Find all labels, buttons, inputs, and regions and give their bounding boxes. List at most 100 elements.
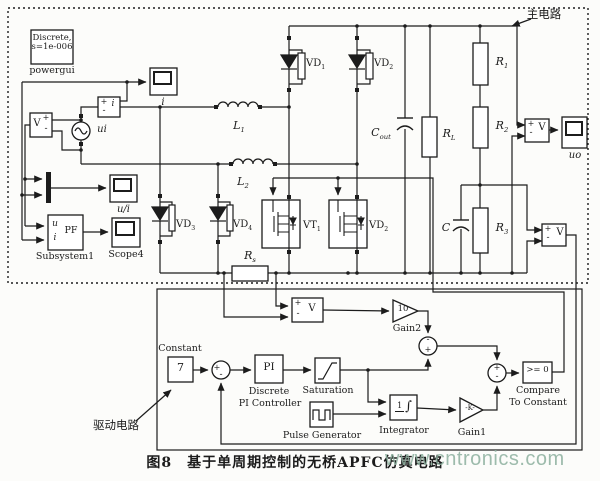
vrs-meter-plus: + bbox=[294, 298, 302, 307]
powergui-label: powergui bbox=[29, 65, 75, 76]
scope-ui[interactable] bbox=[109, 174, 138, 203]
mosfet-vt1-label: VT1 bbox=[303, 220, 321, 233]
pulse-icon bbox=[312, 409, 331, 421]
vin-meter-v: V bbox=[33, 118, 41, 129]
mux-block[interactable] bbox=[46, 172, 51, 203]
vin-meter-minus: - bbox=[44, 124, 48, 134]
gain2-value: 10 bbox=[397, 304, 409, 314]
scope4-label: Scope4 bbox=[108, 249, 144, 260]
sum-a-block[interactable] bbox=[211, 360, 231, 380]
sum-b-block[interactable] bbox=[418, 336, 438, 356]
source-label: ui bbox=[97, 124, 107, 135]
iin-meter-i: i bbox=[111, 99, 115, 109]
subsystem-out-pf: PF bbox=[64, 225, 78, 236]
resistor-rl-label: RL bbox=[442, 127, 456, 143]
iin-meter-plus: + bbox=[100, 97, 108, 106]
wires bbox=[21, 25, 577, 445]
sense-resistor-rs[interactable] bbox=[231, 265, 269, 282]
diode-vd4[interactable] bbox=[208, 201, 234, 237]
vuo-meter-minus: - bbox=[529, 128, 533, 138]
powergui-text: Discrete,s=1e-006 bbox=[31, 33, 73, 53]
subsystem1-label: Subsystem1 bbox=[35, 251, 95, 262]
sum-c-block[interactable] bbox=[487, 363, 507, 383]
drive-circuit-border bbox=[156, 288, 583, 451]
resistor-r2[interactable] bbox=[472, 106, 489, 149]
main-circuit-dashed-border bbox=[7, 7, 589, 284]
sum-b-minus: - bbox=[426, 335, 430, 345]
port-squares bbox=[79, 36, 359, 254]
diode-vd3[interactable] bbox=[150, 201, 176, 237]
integrator-label: Integrator bbox=[379, 425, 429, 436]
vuo-meter-v: V bbox=[538, 122, 546, 133]
inductor-l2-label: L2 bbox=[237, 175, 249, 191]
junction-dots bbox=[20, 24, 514, 372]
capacitor-c-label: C bbox=[441, 221, 451, 234]
capacitor-c[interactable] bbox=[452, 219, 470, 232]
diode-vd4-label: VD4 bbox=[233, 219, 253, 232]
main-circuit-annotation: 主电路 bbox=[526, 7, 562, 21]
sum-a-plus: + bbox=[213, 363, 221, 372]
sum-c-plus: + bbox=[493, 363, 501, 372]
iin-meter-minus: - bbox=[102, 106, 106, 116]
mosfet-vt1-icon bbox=[272, 200, 297, 236]
diode-vd2-label: VD2 bbox=[374, 58, 394, 71]
gain2-block[interactable] bbox=[392, 299, 420, 323]
powergui-block[interactable] bbox=[30, 29, 74, 65]
pulse-generator-label: Pulse Generator bbox=[282, 430, 362, 441]
pi-label-1: Discrete bbox=[248, 386, 290, 397]
pi-value: PI bbox=[263, 361, 275, 373]
sum-c-minus: - bbox=[495, 372, 499, 382]
gain1-value: -K- bbox=[465, 404, 475, 412]
subsystem-in-u: u bbox=[52, 219, 58, 229]
diode-vd2[interactable] bbox=[347, 49, 374, 85]
vuo-meter-plus: + bbox=[527, 119, 535, 128]
scope-i[interactable] bbox=[149, 67, 178, 96]
vin-meter-plus: + bbox=[42, 113, 50, 122]
inductor-l1-label: L1 bbox=[233, 119, 245, 135]
integrator-icon-text: 1∫ bbox=[395, 398, 412, 414]
scope4[interactable] bbox=[111, 217, 141, 248]
main-circuit-arrow bbox=[511, 18, 532, 27]
gain1-label: Gain1 bbox=[457, 427, 487, 438]
gain1-block[interactable] bbox=[459, 396, 485, 424]
mosfet-vt2-icon bbox=[337, 200, 365, 236]
resistor-rs-label: Rs bbox=[244, 249, 256, 265]
saturation-icon bbox=[318, 362, 337, 380]
resistor-r2-label: R2 bbox=[495, 119, 509, 135]
integrator-block[interactable] bbox=[389, 394, 418, 421]
scope-i-label: i bbox=[161, 97, 165, 108]
resistor-r3-label: R3 bbox=[495, 221, 509, 237]
resistor-rl[interactable] bbox=[421, 116, 438, 158]
pi-controller-block[interactable] bbox=[254, 354, 284, 384]
sum-a-minus: - bbox=[219, 370, 223, 380]
scope-uo[interactable] bbox=[561, 116, 588, 149]
compare-label-1: Compare bbox=[516, 385, 560, 396]
ac-source[interactable] bbox=[71, 121, 91, 141]
scope-ui-label: u/i bbox=[116, 204, 130, 215]
diode-vd1-label: VD1 bbox=[306, 58, 326, 71]
figure-caption: 图8 基于单周期控制的无桥APFC仿真电路 bbox=[146, 455, 444, 471]
compare-value: >= 0 bbox=[526, 365, 549, 375]
constant-value: 7 bbox=[177, 361, 184, 374]
diode-vd3-label: VD3 bbox=[176, 219, 196, 232]
resistor-r3[interactable] bbox=[472, 207, 489, 254]
constant-label: Constant bbox=[158, 343, 202, 354]
vrs-meter-minus: - bbox=[296, 309, 300, 319]
capacitor-cout[interactable] bbox=[396, 117, 414, 131]
pi-label-2: PI Controller bbox=[238, 398, 302, 409]
drive-circuit-arrow bbox=[135, 389, 172, 422]
vr3-meter-v: V bbox=[556, 227, 564, 238]
vr3-meter-minus: - bbox=[546, 233, 550, 243]
resistor-r1[interactable] bbox=[472, 42, 489, 86]
vrs-meter-v: V bbox=[308, 303, 316, 314]
diode-vd1[interactable] bbox=[279, 49, 306, 85]
subsystem-in-i: i bbox=[53, 233, 57, 243]
scope-uo-label: uo bbox=[568, 150, 582, 161]
watermark: www.cntronics.com bbox=[385, 448, 565, 470]
vr3-meter-plus: + bbox=[544, 224, 552, 233]
sum-b-plus: + bbox=[424, 345, 432, 354]
resistor-r1-label: R1 bbox=[495, 55, 509, 71]
mosfet-vt2-label: VD2 bbox=[369, 220, 389, 233]
subsystem1-block[interactable] bbox=[47, 214, 84, 251]
